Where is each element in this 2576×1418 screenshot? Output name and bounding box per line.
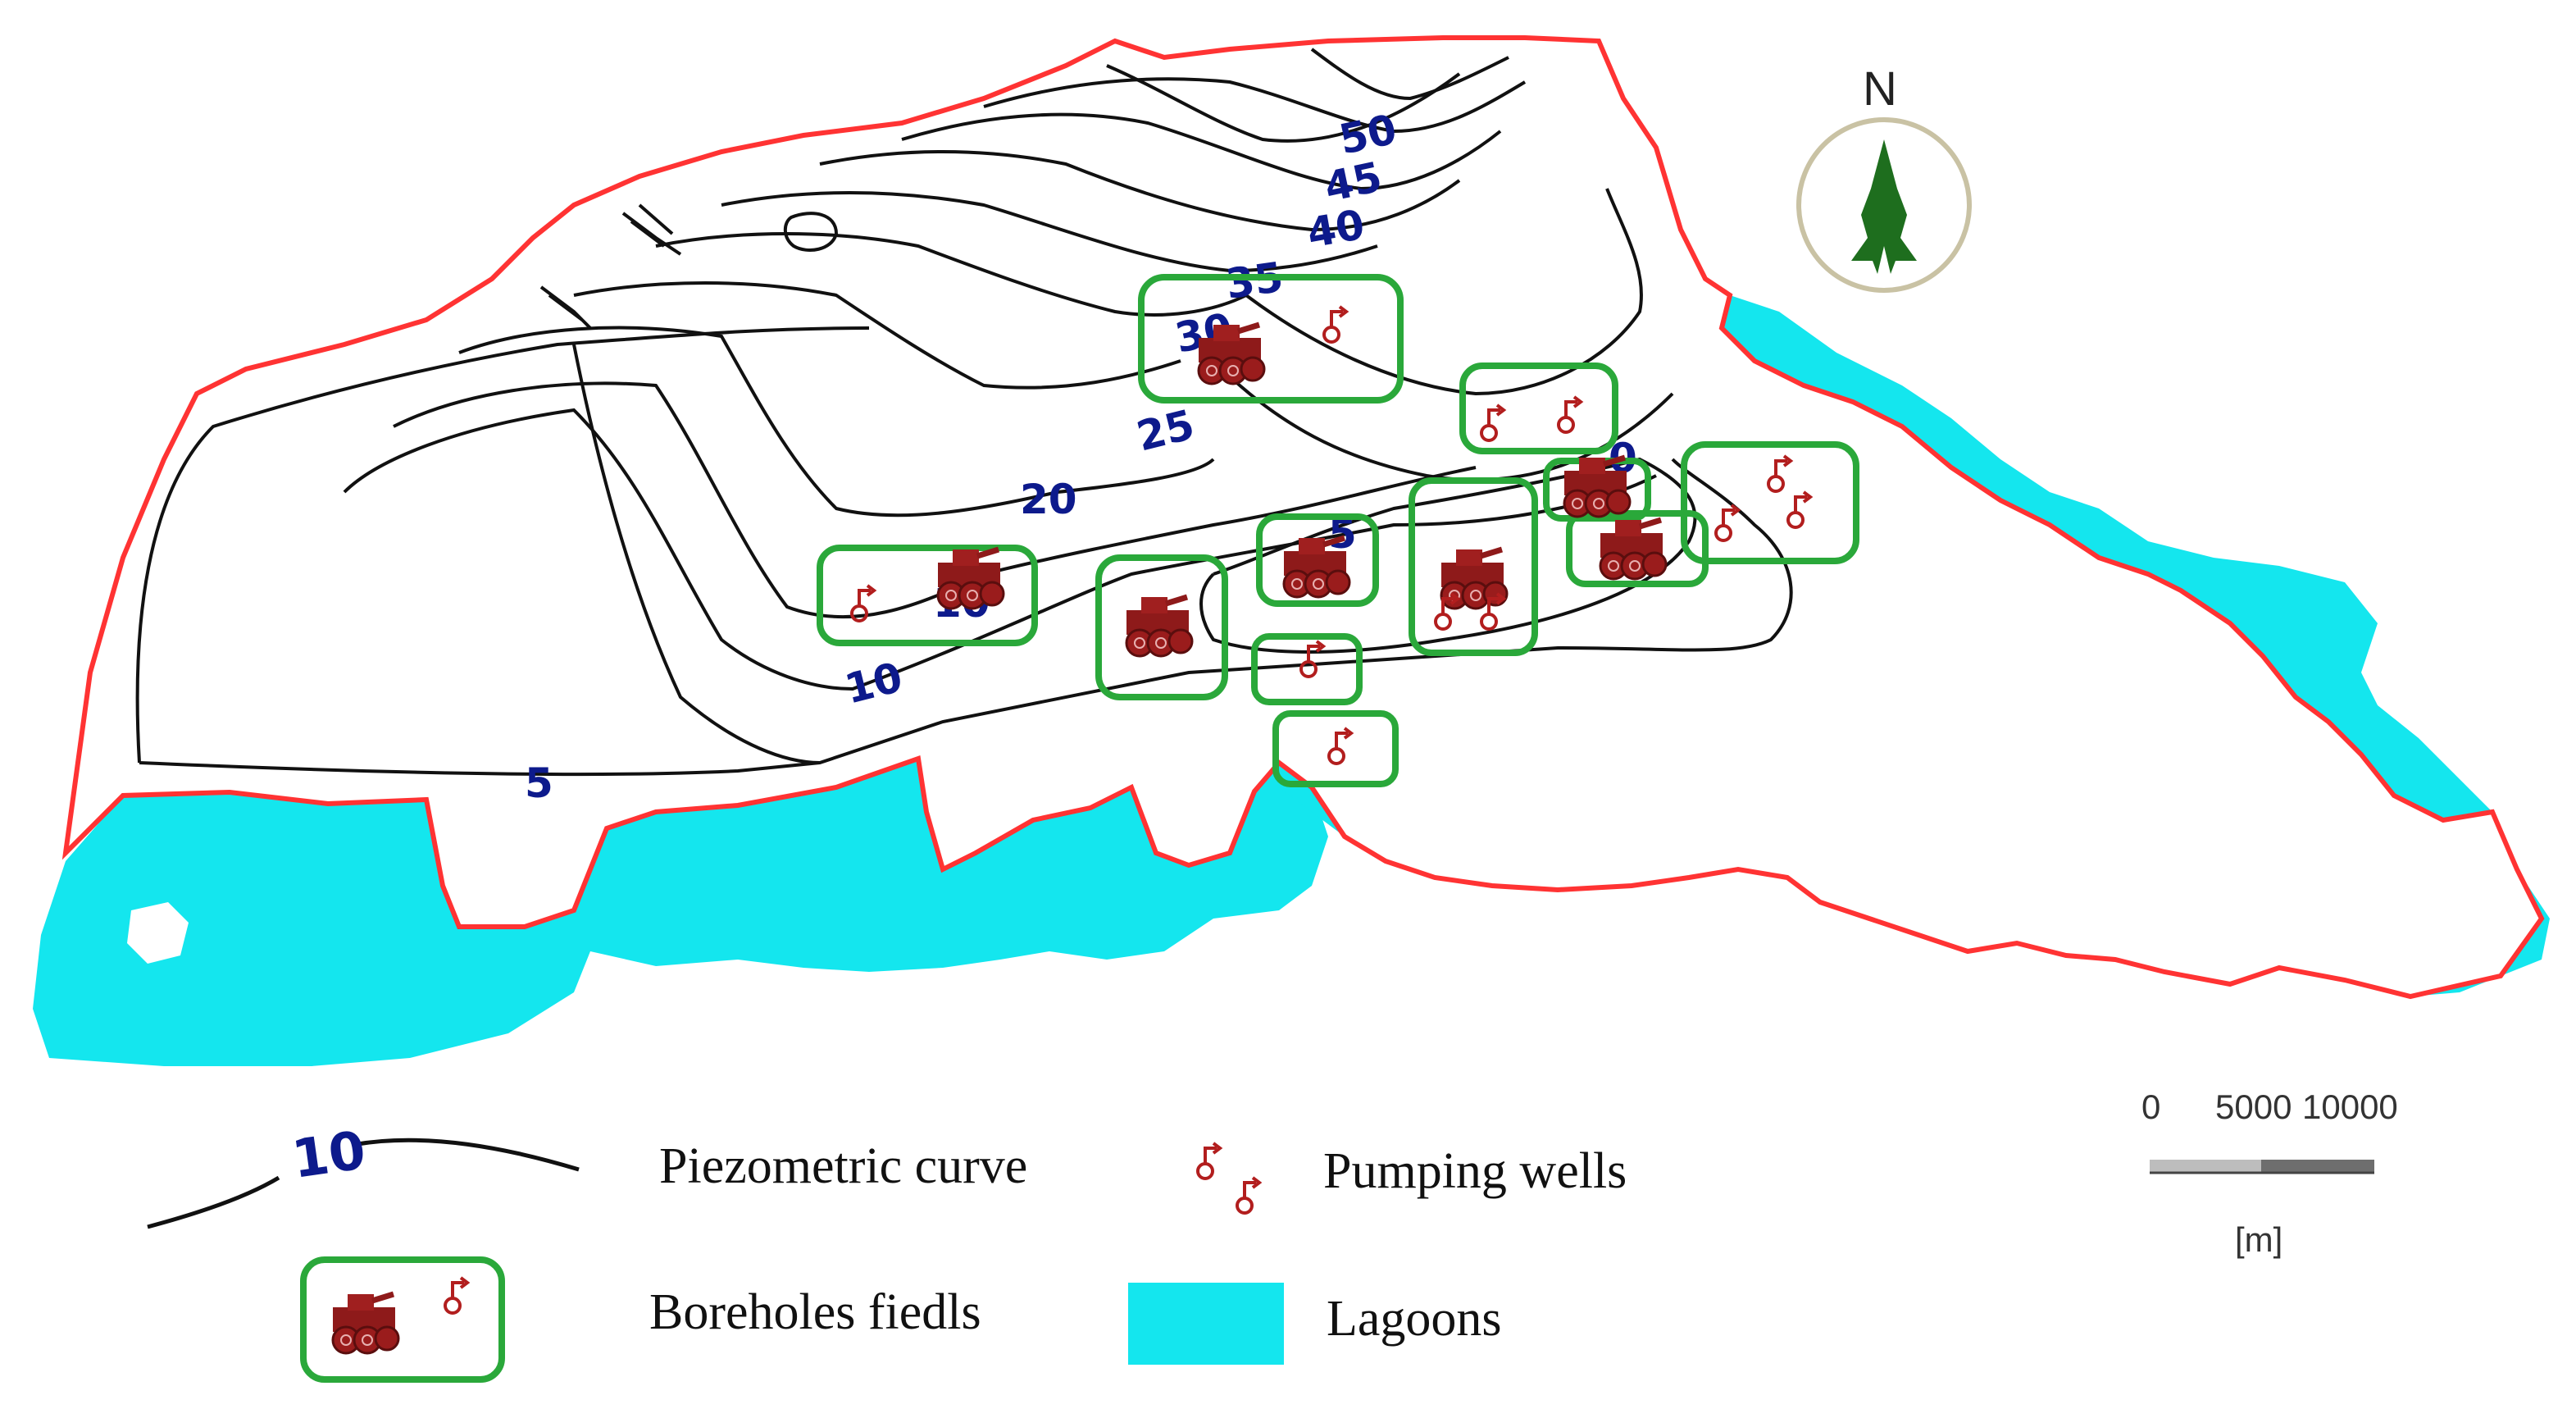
contour-closed-north: [783, 212, 839, 252]
legend-lagoons-label: Lagoons: [1327, 1291, 1502, 1347]
north-arrow-icon: [1851, 139, 1917, 274]
field-box-north: [1138, 274, 1404, 404]
contour-label-50: 50: [1335, 106, 1400, 164]
borehole-fields: [817, 274, 1859, 787]
legend-field-box: [300, 1256, 505, 1383]
legend-curve-value: 10: [289, 1120, 369, 1191]
legend-wells-label: Pumping wells: [1323, 1143, 1627, 1199]
legend-fields-label: Boreholes fiedls: [649, 1284, 981, 1340]
contour-label-35: 35: [1223, 253, 1286, 308]
field-box-south-1: [1251, 633, 1363, 705]
lagoon-island: [127, 902, 189, 964]
contour-fold-1: [621, 203, 682, 256]
field-box-center: [1095, 554, 1228, 700]
scale-tick-10000: 10000: [2302, 1087, 2398, 1126]
contour-20: [458, 326, 1215, 518]
contour-label-40: 40: [1304, 201, 1368, 258]
field-box-west: [817, 545, 1038, 646]
lagoon-southwest: [33, 759, 1328, 1066]
contour-inner-1: [1106, 64, 1461, 143]
field-box-south-2: [1272, 710, 1399, 787]
field-box-central-tall: [1409, 477, 1538, 656]
field-box-far-east: [1681, 441, 1859, 564]
scale-bar: 0 5000 10000 [m]: [2141, 1087, 2398, 1259]
legend: 10 Piezometric curve Pumping wells Boreh…: [147, 1120, 1627, 1383]
contour-fold-2: [539, 285, 592, 330]
north-arrow: N: [1796, 62, 1972, 293]
contour-east-1: [1245, 188, 1643, 396]
scale-segment-2: [2261, 1160, 2374, 1173]
contour-10: [343, 408, 1657, 691]
contour-25: [573, 281, 1181, 390]
contour-40: [819, 150, 1461, 232]
contour-30: [655, 232, 1247, 317]
legend-well-icon: [1236, 1176, 1261, 1215]
contour-depression: [1199, 457, 1697, 654]
field-box-central-small: [1256, 513, 1379, 607]
legend-field-well-icon: [444, 1276, 469, 1315]
contour-45: [901, 112, 1502, 191]
scale-tick-5000: 5000: [2215, 1087, 2292, 1126]
scale-tick-0: 0: [2141, 1087, 2160, 1126]
contour-label-45: 45: [1320, 153, 1386, 212]
legend-curve-symbol: [147, 1138, 580, 1229]
scale-unit: [m]: [2235, 1220, 2282, 1259]
contour-label-5: 5: [525, 759, 553, 807]
north-label: N: [1863, 62, 1897, 116]
contour-35: [721, 191, 1378, 273]
contour-label-20: 20: [1020, 476, 1077, 523]
legend-lagoon-swatch: [1128, 1283, 1284, 1365]
legend-well-icon: [1196, 1142, 1222, 1180]
field-box-northeast: [1459, 362, 1618, 454]
compass-ring: [1796, 117, 1972, 293]
contour-15: [393, 381, 1477, 619]
lagoon-east: [1722, 295, 2492, 820]
scale-segment-1: [2150, 1160, 2261, 1173]
contour-inner-2: [1310, 48, 1509, 101]
contour-50: [983, 77, 1527, 134]
legend-borehole-icon: [333, 1294, 398, 1353]
field-box-east-lower: [1566, 510, 1709, 587]
legend-curve-label: Piezometric curve: [659, 1138, 1027, 1194]
